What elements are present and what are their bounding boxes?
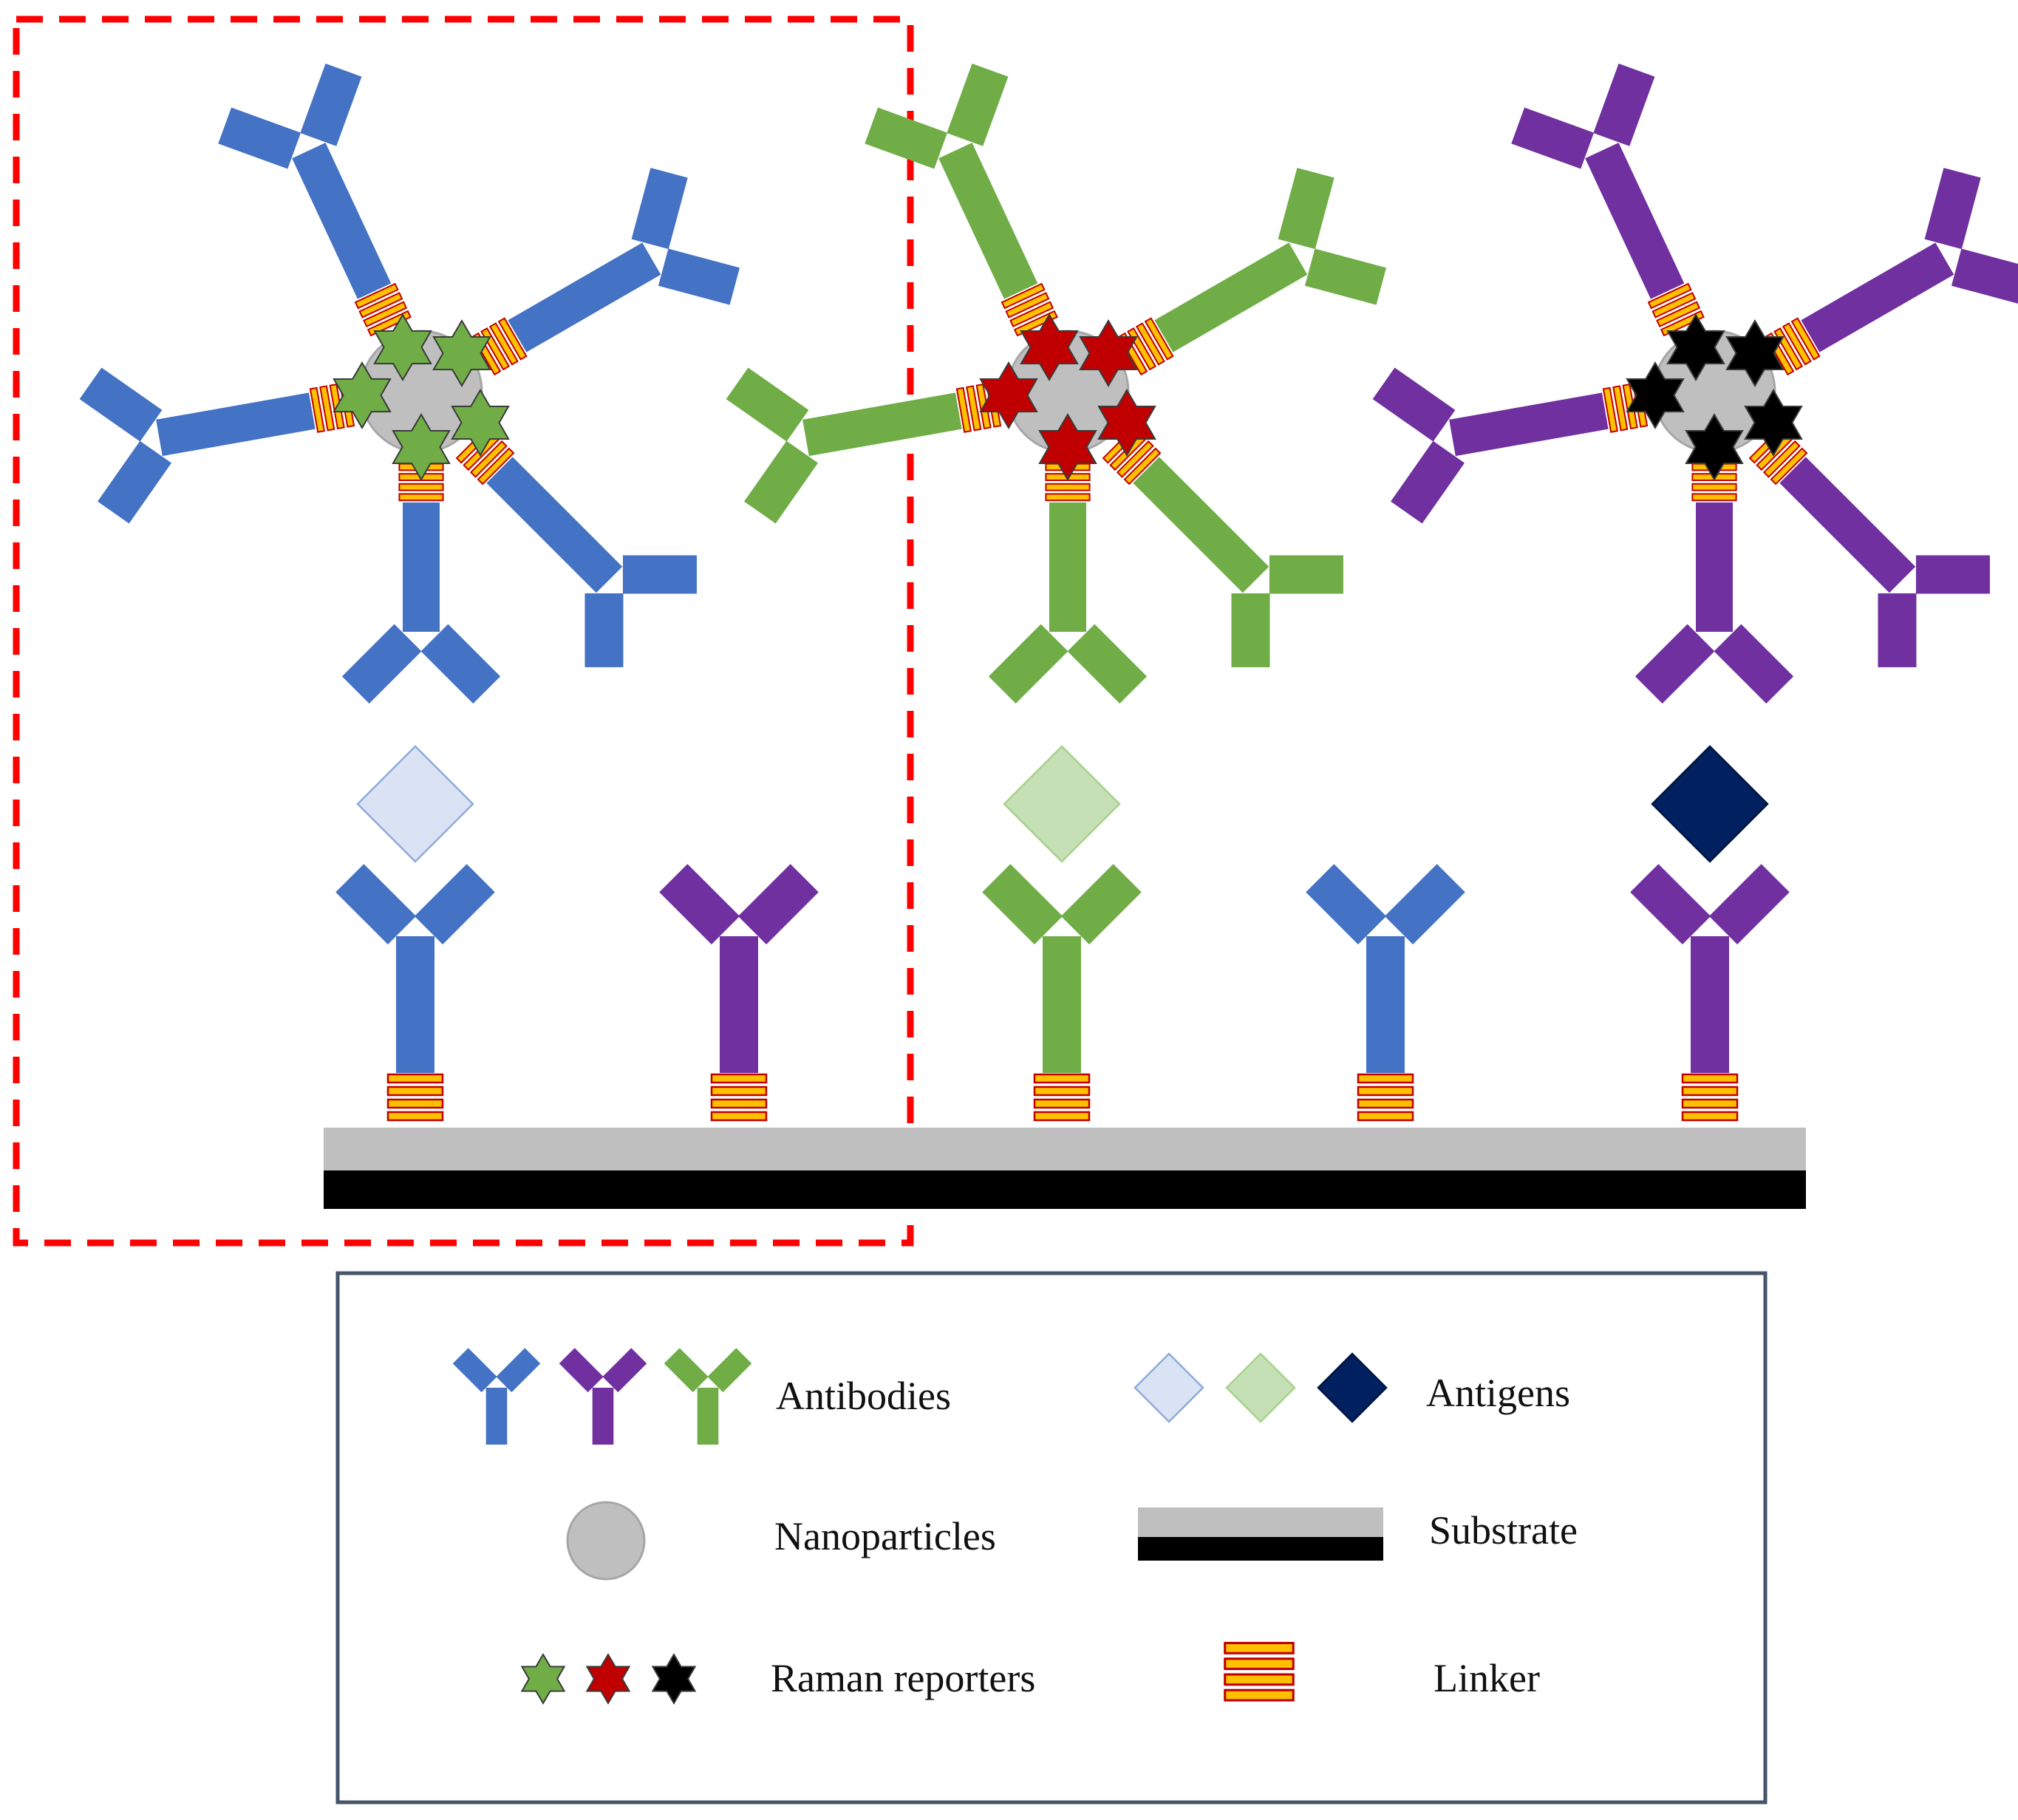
antibody-icon: [664, 1348, 752, 1445]
antigen-navy: [1651, 745, 1769, 863]
detection-antibody: [865, 64, 1038, 299]
capture-antibody: [982, 864, 1142, 1073]
detection-antibody: [486, 457, 697, 667]
raman-reporter-icon: [1626, 361, 1685, 429]
raman-reporter-icon: [333, 361, 392, 429]
antigen-green: [1003, 745, 1121, 863]
raman-reporter-icon: [520, 1653, 566, 1705]
surface-linker: [386, 1073, 444, 1122]
detection-antibody: [1133, 457, 1343, 667]
antigen-icon: [1225, 1352, 1296, 1423]
detection-antibody: [1372, 367, 1609, 524]
detection-antibody: [1154, 168, 1387, 352]
raman-reporter-icon: [451, 389, 510, 457]
capture-antibody: [659, 864, 819, 1073]
capture-antibody: [335, 864, 495, 1073]
antigen-blue: [356, 745, 474, 863]
detection-antibody: [1634, 502, 1794, 704]
raman-reporter-icon: [1020, 313, 1079, 381]
substrate: [324, 1128, 1806, 1209]
detection-antibody: [508, 168, 740, 352]
probe-linker: [1001, 282, 1058, 337]
raman-reporter-icon: [392, 413, 451, 481]
raman-reporter-icon: [1038, 413, 1097, 481]
detection-antibody: [79, 367, 316, 524]
legend-label-nanoparticles: Nanoparticles: [774, 1514, 996, 1558]
nanoparticle-probe: [1372, 64, 2018, 704]
capture-antibody: [1630, 864, 1790, 1073]
legend-label-linker: Linker: [1434, 1656, 1540, 1700]
detection-antibody: [218, 64, 392, 299]
nanoparticle-probe: [726, 64, 1387, 704]
detection-antibody: [726, 367, 962, 524]
raman-reporter-icon: [1097, 389, 1156, 457]
raman-reporter-icon: [1744, 389, 1803, 457]
detection-antibody: [1511, 64, 1685, 299]
surface-linker: [1681, 1073, 1739, 1122]
probe-linker: [471, 317, 528, 376]
detection-antibody: [988, 502, 1148, 704]
linker-icon: [1224, 1641, 1295, 1702]
nanoparticle-probe: [79, 64, 740, 704]
raman-reporter-icon: [585, 1653, 631, 1705]
antibody-icon: [452, 1348, 541, 1445]
substrate-icon: [1138, 1507, 1383, 1561]
probe-linker: [1647, 282, 1705, 337]
legend-label-antibodies: Antibodies: [776, 1374, 951, 1418]
probe-linker: [354, 282, 412, 337]
highlight-box: [13, 16, 914, 1247]
surface-linker: [710, 1073, 768, 1122]
surface-linker: [1033, 1073, 1091, 1122]
legend-label-substrate: Substrate: [1429, 1508, 1578, 1553]
raman-reporter-icon: [1666, 313, 1725, 381]
legend-label-antigens: Antigens: [1426, 1371, 1570, 1415]
legend-label-raman-reporters: Raman reporters: [771, 1656, 1036, 1700]
antigen-icon: [1134, 1352, 1204, 1423]
detection-antibody: [1801, 168, 2018, 352]
nanoparticle-icon: [566, 1501, 646, 1581]
raman-reporter-icon: [1685, 413, 1744, 481]
surface-linker: [1357, 1073, 1414, 1122]
legend-box: [335, 1271, 1768, 1804]
detection-antibody: [341, 502, 501, 704]
antigen-icon: [1317, 1352, 1388, 1423]
raman-reporter-icon: [1079, 319, 1138, 387]
raman-reporter-icon: [373, 313, 432, 381]
detection-antibody: [1779, 457, 1990, 667]
raman-reporter-icon: [432, 319, 491, 387]
raman-reporter-icon: [651, 1653, 697, 1705]
capture-antibody: [1306, 864, 1465, 1073]
raman-reporter-icon: [1725, 319, 1785, 387]
raman-reporter-icon: [979, 361, 1038, 429]
antibody-icon: [559, 1348, 647, 1445]
